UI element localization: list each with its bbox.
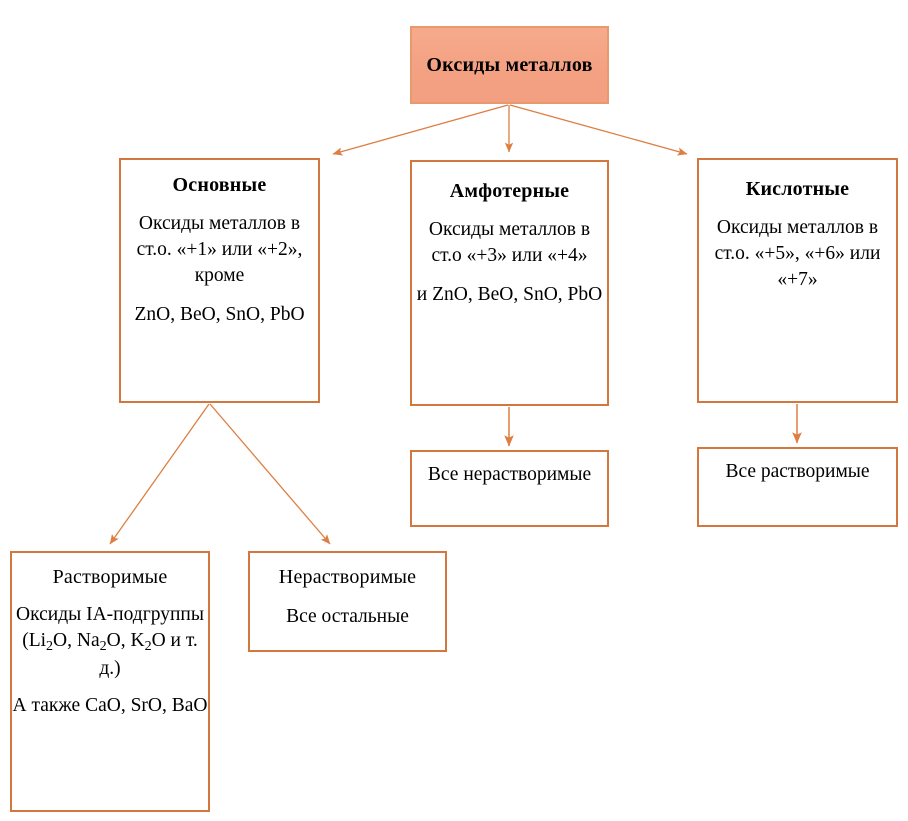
root-title: Оксиды металлов xyxy=(426,53,593,76)
node-metal-oxides-root: Оксиды металлов xyxy=(410,26,609,104)
basic-soluble-formulas: Оксиды IA-подгруппы (Li2O, Na2O, K2O и т… xyxy=(12,602,208,681)
amphoteric-description: Оксиды металлов в ст.о «+3» или «+4» xyxy=(428,219,591,267)
basic-description: Оксиды металлов в ст.о. «+1» или «+2», к… xyxy=(136,213,303,286)
arrow-basic-to-insoluble xyxy=(209,403,331,545)
node-basic-soluble: Растворимые Оксиды IA-подгруппы (Li2O, N… xyxy=(10,551,210,812)
formula-mid-2: O, K xyxy=(106,630,145,652)
node-basic-oxides: Основные Оксиды металлов в ст.о. «+1» ил… xyxy=(119,158,320,403)
basic-title: Основные xyxy=(172,174,267,196)
acidic-result-label: Все растворимые xyxy=(725,461,870,482)
arrow-root-to-basic xyxy=(332,104,509,156)
node-acidic-soluble: Все растворимые xyxy=(697,447,898,527)
acidic-description: Оксиды металлов в ст.о. «+5», «+6» или «… xyxy=(714,217,881,290)
arrow-basic-to-soluble xyxy=(109,403,210,545)
arrow-root-to-acidic xyxy=(509,104,688,156)
basic-insoluble-body: Все остальные xyxy=(286,606,409,628)
formula-suffix: O и т. д.) xyxy=(99,630,198,679)
amphoteric-title: Амфотерные xyxy=(449,180,570,202)
basic-exceptions: ZnO, BeO, SnO, PbO xyxy=(134,303,305,325)
basic-insoluble-title: Нерастворимые xyxy=(278,566,417,588)
subscript-k: 2 xyxy=(144,638,152,655)
formula-mid-1: O, Na xyxy=(53,630,100,652)
basic-soluble-extra: А также CaO, SrO, BaO xyxy=(12,695,208,717)
amphoteric-result-label: Все нерастворимые xyxy=(427,464,592,485)
amphoteric-examples: и ZnO, BeO, SnO, PbO xyxy=(416,283,603,305)
node-acidic-oxides: Кислотные Оксиды металлов в ст.о. «+5», … xyxy=(697,158,898,403)
node-basic-insoluble: Нерастворимые Все остальные xyxy=(248,551,447,652)
acidic-title: Кислотные xyxy=(745,178,850,200)
subscript-li: 2 xyxy=(46,638,54,655)
basic-soluble-title: Растворимые xyxy=(52,566,168,588)
formula-prefix: Оксиды IA-подгруппы (Li xyxy=(16,604,204,652)
subscript-na: 2 xyxy=(99,638,107,655)
node-amphoteric-insoluble: Все нерастворимые xyxy=(410,450,609,527)
node-amphoteric-oxides: Амфотерные Оксиды металлов в ст.о «+3» и… xyxy=(410,160,609,406)
